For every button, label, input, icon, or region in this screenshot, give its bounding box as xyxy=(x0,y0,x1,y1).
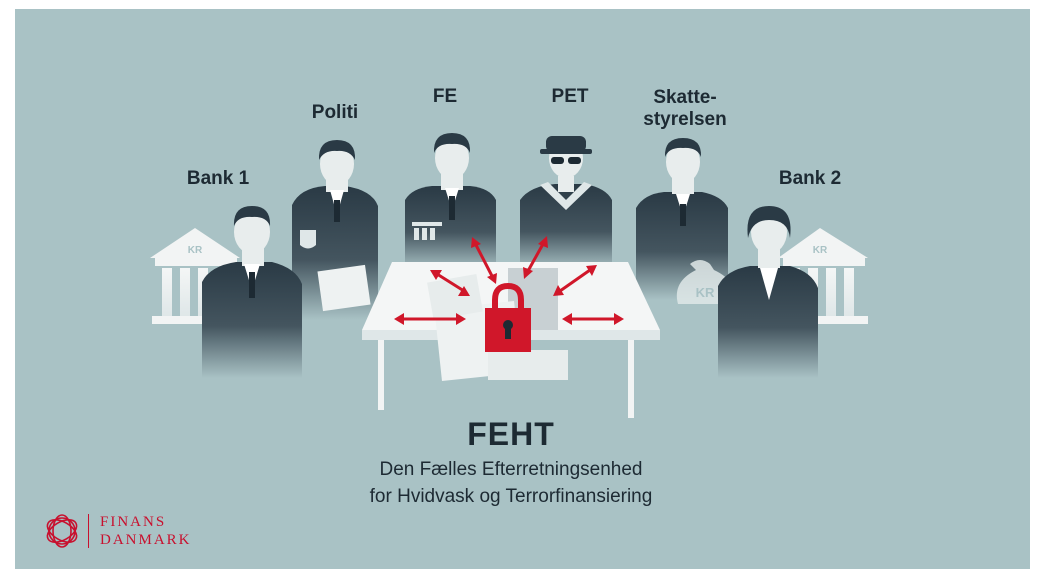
feht-title: FEHT xyxy=(467,416,555,452)
tax-agency-figure: KR xyxy=(636,138,734,304)
padlock-icon xyxy=(485,282,531,352)
double-arrow-right-icon xyxy=(562,313,624,325)
feht-subtitle-line2: for Hvidvask og Terrorfinansiering xyxy=(369,486,653,507)
label-politi: Politi xyxy=(311,102,359,123)
military-officer-figure xyxy=(405,133,496,270)
logo-text-finans: FINANS xyxy=(100,514,167,530)
information-exchange-arrows xyxy=(394,236,624,325)
logo-text-danmark: DANMARK xyxy=(100,532,192,548)
bank-sign-left: KR xyxy=(188,245,203,256)
document-icon xyxy=(317,264,371,312)
intelligence-agent-figure xyxy=(520,136,612,270)
double-arrow-upper-left-icon xyxy=(430,270,470,296)
logo-divider xyxy=(88,514,89,548)
label-pet: PET xyxy=(551,86,589,107)
bank-sign-right: KR xyxy=(813,245,828,256)
document-icon xyxy=(488,350,568,380)
document-icon xyxy=(427,273,483,321)
label-skattestyrelsen-line2: styrelsen xyxy=(643,109,727,130)
bank2-representative-figure xyxy=(718,206,818,378)
bank1-representative-figure xyxy=(202,206,302,378)
label-bank-1: Bank 1 xyxy=(186,168,250,189)
label-bank-2: Bank 2 xyxy=(778,168,842,189)
finans-danmark-logo-icon xyxy=(46,514,78,548)
label-skattestyrelsen: Skatte- styrelsen xyxy=(620,87,750,131)
double-arrow-up-right-icon xyxy=(523,236,548,279)
label-fe: FE xyxy=(432,86,458,107)
double-arrow-left-icon xyxy=(394,313,466,325)
feht-subtitle-line1: Den Fælles Efterretningsenhed xyxy=(379,459,643,480)
money-bag-sign: KR xyxy=(696,285,715,300)
label-skattestyrelsen-line1: Skatte- xyxy=(653,87,717,108)
double-arrow-up-left-icon xyxy=(471,237,497,284)
double-arrow-upper-right-icon xyxy=(553,265,597,296)
police-badge-icon xyxy=(300,230,316,249)
